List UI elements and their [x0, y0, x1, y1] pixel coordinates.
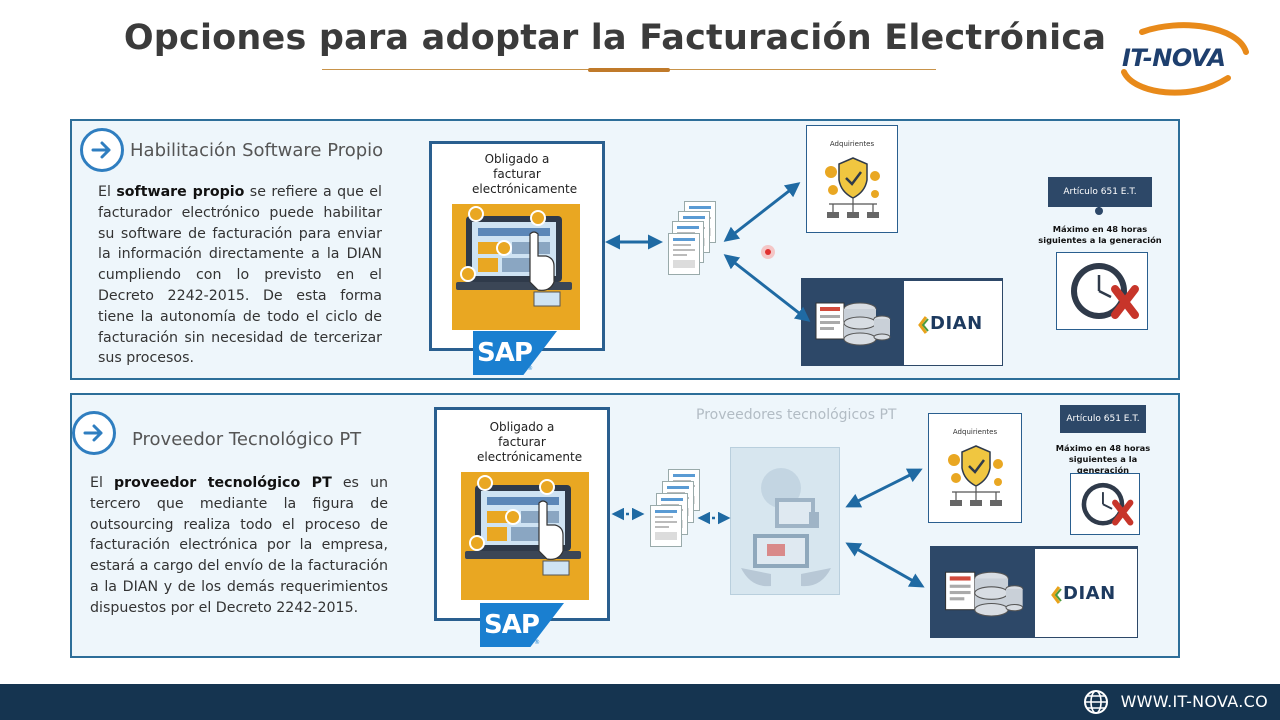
obligado-label: Obligado a facturar electrónicamente — [477, 420, 583, 464]
clock-icon — [1071, 263, 1139, 319]
text-post: es un tercero que mediante la figura de … — [90, 475, 388, 616]
title-accent — [588, 68, 670, 72]
document — [668, 233, 700, 275]
dian-logo-area: DIAN — [904, 281, 1002, 365]
dian-box: DIAN — [801, 278, 1003, 366]
logo-text: IT-NOVA — [1122, 44, 1226, 72]
max-time-label: Máximo en 48 horas siguientes a la gener… — [1055, 443, 1151, 475]
article-badge: Artículo 651 E.T. — [1048, 177, 1152, 207]
it-nova-logo: IT-NOVA — [1120, 22, 1250, 98]
dian-text: DIAN — [1063, 583, 1116, 604]
dian-mark-icon — [918, 316, 929, 334]
text-pre: El — [98, 184, 117, 200]
obligado-label: Obligado a facturar electrónicamente — [472, 152, 578, 196]
panel-heading: Habilitación Software Propio — [130, 140, 384, 161]
database-icon — [815, 302, 891, 346]
adquirientes-label: Adquirientes — [952, 428, 998, 436]
adquirientes-label: Adquirientes — [829, 140, 875, 148]
clock-box — [1056, 252, 1148, 330]
page-title: Opciones para adoptar la Facturación Ele… — [123, 18, 1107, 58]
sap-registered: ® — [534, 639, 540, 646]
text-bold: software propio — [116, 184, 245, 200]
dian-mark-icon — [1051, 586, 1062, 604]
text-pre: El — [90, 475, 114, 491]
database-icon — [945, 571, 1024, 617]
document — [650, 505, 682, 547]
shield-check-icon — [825, 157, 880, 218]
globe-devices-icon — [741, 468, 831, 587]
shield-check-icon — [948, 445, 1003, 506]
footer-bar: WWW.IT-NOVA.CO — [0, 684, 1280, 720]
footer-url[interactable]: WWW.IT-NOVA.CO — [1120, 692, 1268, 711]
sap-logo: SAP — [473, 331, 557, 375]
text-bold: proveedor tecnológico PT — [113, 475, 332, 491]
cursor-highlight — [761, 245, 775, 259]
adquirientes-box: Adquirientes — [806, 125, 898, 233]
obligado-box: Obligado a facturar electrónicamente — [434, 407, 610, 621]
article-badge: Artículo 651 E.T. — [1060, 405, 1146, 433]
pt-label: Proveedores tecnológicos PT — [696, 407, 897, 423]
laptop-icon — [452, 204, 580, 330]
panel-software-propio: Habilitación Software Propio El software… — [70, 119, 1180, 380]
sap-logo: SAP — [480, 603, 564, 647]
obligado-box: Obligado a facturar electrónicamente — [429, 141, 605, 351]
sap-registered: ® — [527, 365, 533, 372]
panel-proveedor-tecnologico: Proveedor Tecnológico PT El proveedor te… — [70, 393, 1180, 658]
adquirientes-box: Adquirientes — [928, 413, 1022, 523]
logo-swoosh-icon — [1121, 22, 1249, 96]
globe-icon — [1084, 690, 1108, 714]
max-time-label: Máximo en 48 horas siguientes a la gener… — [1038, 224, 1162, 245]
clock-icon — [1081, 482, 1134, 526]
panel-description: El proveedor tecnológico PT es un tercer… — [90, 473, 388, 619]
arrow-right-icon — [80, 128, 124, 172]
arrow-right-icon — [72, 411, 116, 455]
panel-heading: Proveedor Tecnológico PT — [132, 429, 362, 450]
pt-illustration — [730, 447, 840, 595]
text-post: se refiere a que el facturador electróni… — [98, 184, 382, 367]
clock-box — [1070, 473, 1140, 535]
panel-description: El software propio se refiere a que el f… — [98, 182, 382, 369]
dian-logo-area: DIAN — [1035, 549, 1137, 637]
laptop-icon — [461, 472, 589, 600]
dian-text: DIAN — [930, 313, 983, 334]
dian-box: DIAN — [930, 546, 1138, 638]
